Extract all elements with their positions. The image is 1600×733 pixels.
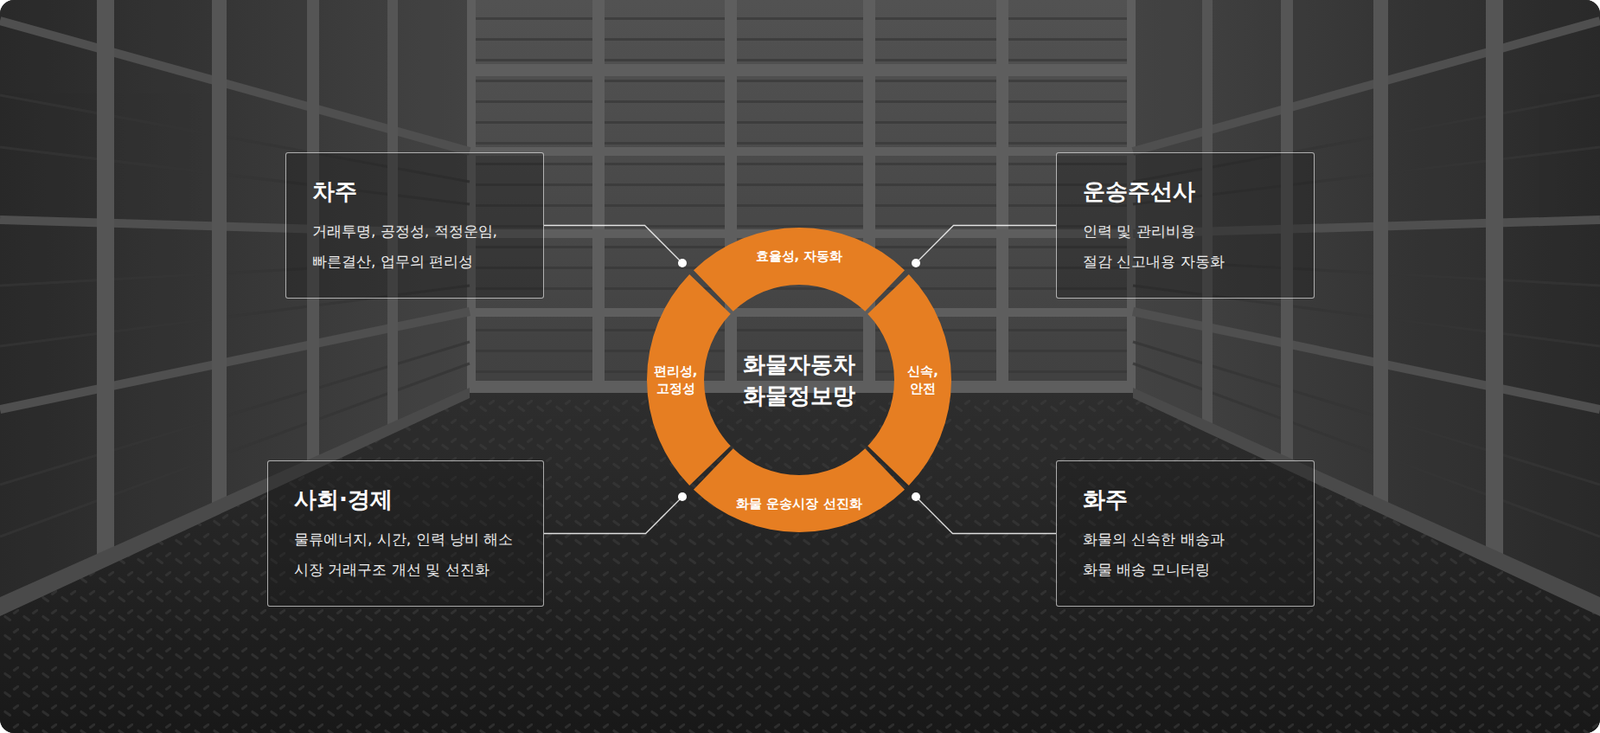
leader-line	[544, 225, 683, 263]
ring-hub: 화물자동차 화물정보망 효율성, 자동화편리성, 고정성 신속, 안전화물 운송시장…	[646, 227, 952, 532]
segment-shape	[646, 227, 952, 532]
connector-dot	[911, 492, 921, 501]
info-box: 차주거래투명, 공정성, 적정운임, 빠른결산, 업무의 편리성	[285, 152, 544, 299]
segment-label: 효율성, 자동화	[738, 247, 860, 265]
box-body-text: 물류에너지, 시간, 인력 낭비 해소 시장 거래구조 개선 및 선진화	[294, 524, 516, 585]
leader-line	[915, 225, 1056, 263]
box-body-text: 인력 및 관리비용 절감 신고내용 자동화	[1082, 216, 1227, 277]
connector-dot	[678, 492, 687, 501]
leader-line	[915, 496, 1056, 533]
info-box: 운송주선사인력 및 관리비용 절감 신고내용 자동화	[1056, 152, 1315, 299]
info-box: 화주화물의 신속한 배송과 화물 배송 모니터링	[1056, 460, 1315, 607]
segment-label: 편리성, 고정성	[649, 362, 702, 397]
segment-fill	[693, 448, 905, 532]
segment-label: 신속, 안전	[898, 362, 948, 397]
box-body-text: 거래투명, 공정성, 적정운임, 빠른결산, 업무의 편리성	[312, 216, 500, 277]
box-heading: 사회·경제	[294, 484, 393, 514]
segment-fill	[867, 274, 952, 486]
ring-segment: 화물 운송시장 선진화	[646, 227, 952, 532]
info-box: 사회·경제물류에너지, 시간, 인력 낭비 해소 시장 거래구조 개선 및 선진…	[267, 460, 544, 607]
segment-label: 화물 운송시장 선진화	[721, 494, 877, 512]
box-heading: 화주	[1082, 484, 1128, 514]
segment-fill	[693, 227, 905, 312]
connector-dot	[678, 258, 687, 268]
box-body-text: 화물의 신속한 배송과 화물 배송 모니터링	[1082, 524, 1227, 585]
leader-line	[544, 496, 683, 533]
connector-dot	[911, 258, 921, 268]
box-heading: 차주	[312, 176, 358, 206]
hub-title: 화물자동차 화물정보망	[729, 348, 869, 411]
box-heading: 운송주선사	[1082, 176, 1196, 206]
segment-fill	[646, 274, 731, 486]
